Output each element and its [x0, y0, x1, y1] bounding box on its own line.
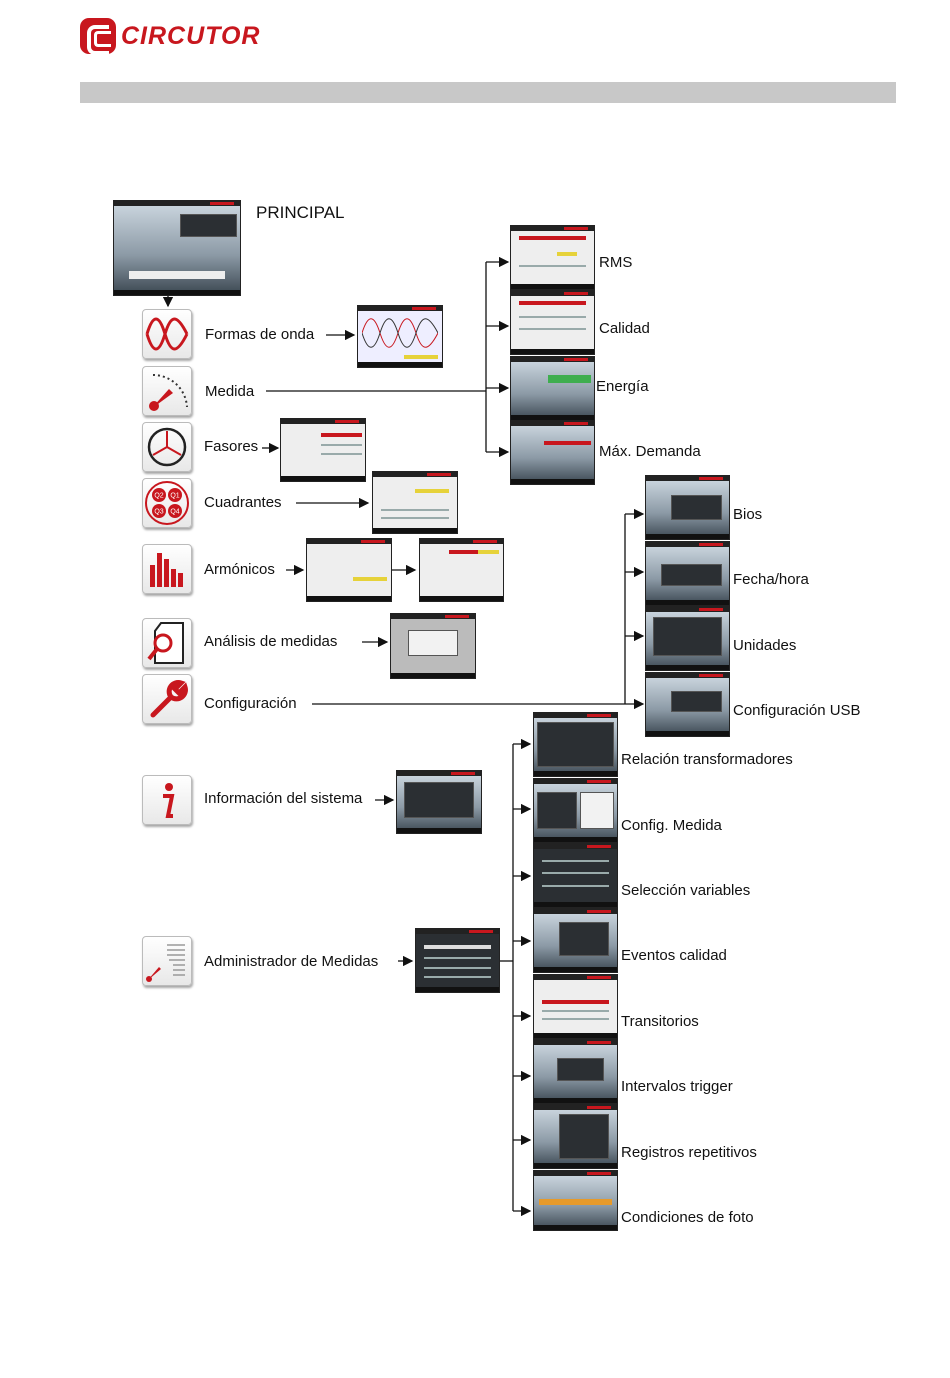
fecha-hora-screenshot: [645, 541, 730, 606]
max-demanda-screenshot: [510, 420, 595, 485]
relacion-screenshot: [533, 712, 618, 777]
eventos-calidad-screenshot: [533, 908, 618, 973]
rms-screenshot: [510, 225, 595, 290]
principal-screenshot: [113, 200, 241, 296]
medida-child-label: Calidad: [599, 320, 650, 337]
medida-child-label: Energía: [596, 378, 649, 395]
admin-child-label: Selección variables: [621, 882, 751, 899]
admin-screenshot: [415, 928, 500, 993]
quadrant-label: Q3: [154, 509, 163, 516]
analisis-screenshot: [390, 613, 476, 679]
armonicos-screenshot-1: [306, 538, 392, 602]
config-child-label: Unidades: [733, 637, 797, 654]
bar-chart-icon[interactable]: [142, 544, 192, 594]
calidad-screenshot: [510, 290, 595, 355]
admin-child-label: Eventos calidad: [621, 947, 727, 964]
menu-label-armonicos: Armónicos: [204, 561, 275, 578]
gauge-icon[interactable]: [142, 366, 192, 416]
intervalos-trigger-screenshot: [533, 1039, 618, 1104]
config-child-label: Fecha/hora: [733, 571, 809, 588]
menu-label-info: Información del sistema: [204, 790, 363, 807]
quadrants-icon[interactable]: Q2 Q1 Q3 Q4: [142, 478, 192, 528]
admin-child-label: Relación transformadores: [621, 751, 793, 768]
seleccion-variables-screenshot: [533, 843, 618, 908]
menu-label-cuadrantes: Cuadrantes: [204, 494, 282, 511]
menu-label-analisis: Análisis de medidas: [204, 633, 338, 650]
admin-child-label: Intervalos trigger: [621, 1078, 733, 1095]
header-bar: [80, 82, 896, 103]
quadrant-label: Q2: [154, 493, 163, 500]
quadrant-label: Q4: [170, 509, 179, 516]
info-icon[interactable]: [142, 775, 192, 825]
admin-child-label: Condiciones de foto: [621, 1209, 754, 1226]
bios-screenshot: [645, 475, 730, 540]
menu-label-formas: Formas de onda: [205, 326, 315, 343]
circutor-logo-text: CIRCUTOR: [121, 22, 261, 50]
fasores-screenshot: [280, 418, 366, 482]
transitorios-screenshot: [533, 974, 618, 1039]
menu-label-config: Configuración: [204, 695, 297, 712]
medida-child-label: Máx. Demanda: [599, 443, 701, 460]
cuadrantes-screenshot: [372, 471, 458, 534]
wrench-icon[interactable]: [142, 674, 192, 724]
energia-screenshot: [510, 356, 595, 421]
registros-repetitivos-screenshot: [533, 1104, 618, 1169]
admin-child-label: Registros repetitivos: [621, 1144, 757, 1161]
admin-child-label: Transitorios: [621, 1013, 699, 1030]
unidades-screenshot: [645, 606, 730, 671]
config-child-label: Bios: [733, 506, 763, 523]
phasor-icon[interactable]: [142, 422, 192, 472]
menu-label-admin: Administrador de Medidas: [204, 953, 379, 970]
config-usb-screenshot: [645, 672, 730, 737]
config-child-label: Configuración USB: [733, 702, 861, 719]
medida-child-label: RMS: [599, 254, 633, 271]
sine-wave-icon[interactable]: [142, 309, 192, 359]
armonicos-screenshot-2: [419, 538, 504, 602]
condiciones-foto-screenshot: [533, 1170, 618, 1231]
sd-card-search-icon[interactable]: [142, 618, 192, 668]
circutor-logo-mark: [80, 18, 116, 55]
principal-label: PRINCIPAL: [256, 203, 345, 222]
quadrant-label: Q1: [170, 493, 179, 500]
circutor-logo: CIRCUTOR: [80, 18, 280, 58]
document-gauge-icon[interactable]: [142, 936, 192, 986]
formas-screenshot: [357, 305, 443, 368]
admin-child-label: Config. Medida: [621, 817, 722, 834]
config-medida-screenshot: [533, 778, 618, 843]
menu-label-fasores: Fasores: [204, 438, 259, 455]
info-screenshot: [396, 770, 482, 834]
menu-label-medida: Medida: [205, 383, 255, 400]
